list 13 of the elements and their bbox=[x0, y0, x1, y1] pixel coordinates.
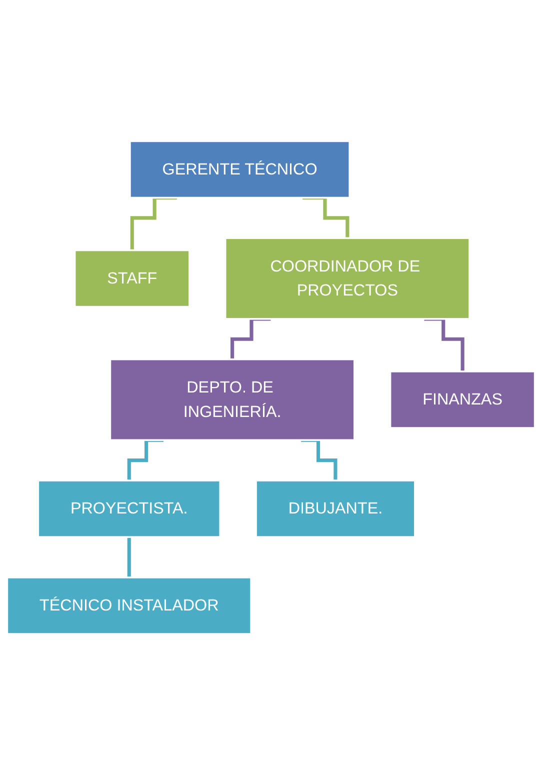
node-box: TÉCNICO INSTALADOR bbox=[6, 576, 252, 635]
node-box: STAFF bbox=[74, 249, 190, 308]
connector bbox=[301, 438, 338, 482]
node-box: GERENTE TÉCNICO bbox=[129, 140, 350, 199]
connector bbox=[127, 535, 131, 580]
connector bbox=[230, 317, 271, 361]
node-box: COORDINADOR DE PROYECTOS bbox=[224, 237, 470, 320]
connector bbox=[127, 438, 164, 482]
node-box: FINANZAS bbox=[389, 370, 536, 429]
node-box: DIBUJANTE. bbox=[255, 480, 416, 538]
node-box: PROYECTISTA. bbox=[37, 480, 221, 538]
node-box: DEPTO. DE INGENIERÍA. bbox=[109, 358, 356, 441]
connector bbox=[424, 317, 464, 374]
